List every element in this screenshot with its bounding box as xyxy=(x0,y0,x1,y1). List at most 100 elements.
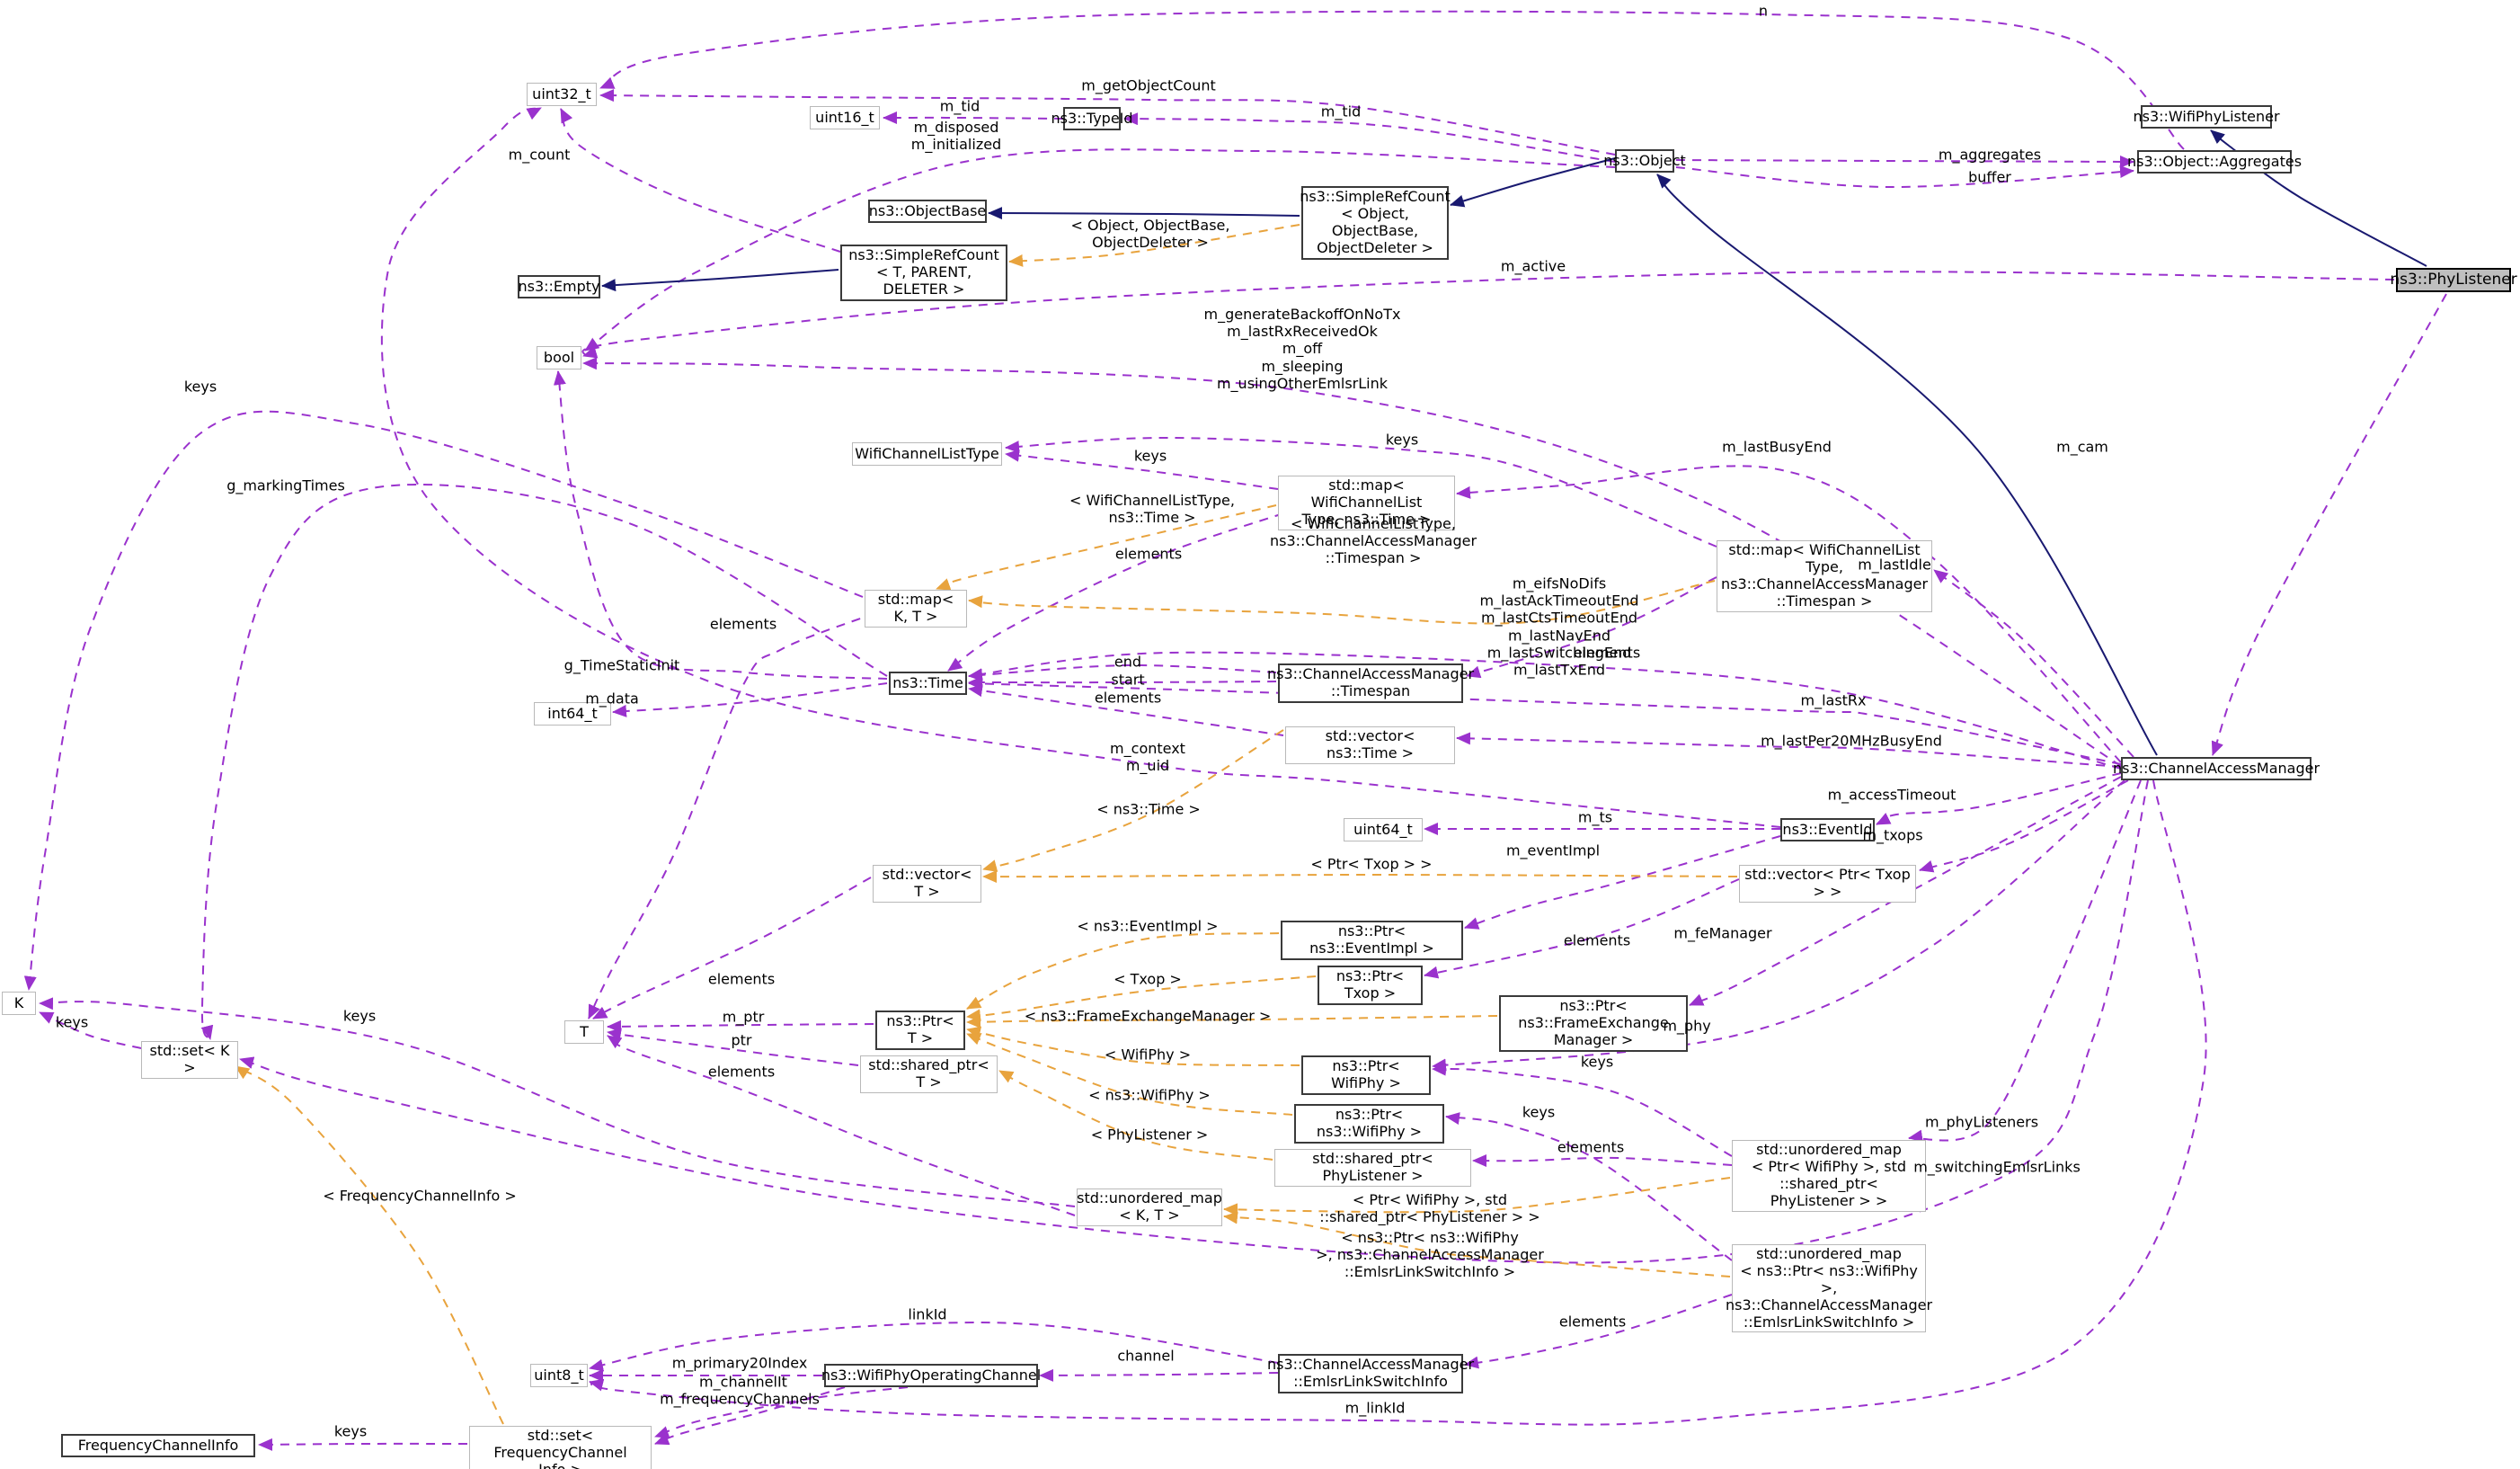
edge-eventid-uint32_t xyxy=(380,107,1781,828)
edge-vector_t-t xyxy=(592,877,872,1019)
edge-ptr_wifiphy-ptr_t xyxy=(966,1026,1300,1066)
edge-map_wclt_time-wclt xyxy=(1005,449,1279,490)
node-sp_phylistener: std::shared_ptr< PhyListener > xyxy=(1274,1149,1471,1187)
node-object[interactable]: ns3::Object xyxy=(1603,149,1686,173)
edge-cam-vector_time xyxy=(1456,732,2122,768)
node-fci[interactable]: FrequencyChannelInfo xyxy=(61,1434,255,1457)
edge-object-aggregates xyxy=(1675,155,2134,168)
edge-set_fci-set_k xyxy=(235,1065,504,1425)
edge-map_wclt_ts-map_k_t xyxy=(968,580,1716,625)
edge-object-src_object xyxy=(1450,157,1616,208)
node-wpoc[interactable]: ns3::WifiPhyOperatingChannel xyxy=(821,1364,1041,1387)
edge-cam-ptr_fem xyxy=(1689,776,2122,1006)
edge-map_wclt_ts-cam_timespan xyxy=(1466,576,1717,679)
edge-ptr_txop-ptr_t xyxy=(966,975,1317,1022)
edge-src_t-uint32_t xyxy=(560,108,841,253)
node-vector_time: std::vector< ns3::Time > xyxy=(1285,726,1455,764)
edge-map_wclt_time-time xyxy=(947,512,1284,672)
node-map_k_t: std::map< K, T > xyxy=(865,590,967,628)
edge-time-set_k xyxy=(200,484,888,1040)
node-set_k: std::set< K > xyxy=(141,1041,238,1079)
edge-map_k_t-k xyxy=(23,410,864,991)
edge-cam-vector_ptrtxop xyxy=(1919,779,2129,873)
node-objectbase[interactable]: ns3::ObjectBase xyxy=(868,200,987,223)
node-bool: bool xyxy=(537,346,581,369)
node-ptr_fem[interactable]: ns3::Ptr< ns3::FrameExchange Manager > xyxy=(1499,995,1688,1052)
edge-src_object-src_t xyxy=(1008,224,1300,267)
node-time[interactable]: ns3::Time xyxy=(889,672,967,695)
edge-map_wclt_time-map_k_t xyxy=(936,504,1277,591)
node-src_t[interactable]: ns3::SimpleRefCount < T, PARENT, DELETER… xyxy=(840,245,1007,301)
edge-time-int64_t xyxy=(612,682,888,717)
edge-time-bool xyxy=(553,370,888,680)
edge-ptr_ns3wifiphy-ptr_t xyxy=(966,1033,1293,1116)
edge-cam-uint8_t xyxy=(589,779,2207,1426)
node-vector_t: std::vector< T > xyxy=(873,865,981,903)
edge-cam-time xyxy=(968,677,2122,765)
edge-cam-ptr_wifiphy xyxy=(1432,779,2125,1072)
node-vector_ptrtxop: std::vector< Ptr< Txop > > xyxy=(1739,865,1916,903)
edge-emlsrinfo-uint8_t xyxy=(589,1322,1279,1372)
edge-cam_timespan-time xyxy=(968,676,1277,690)
node-uint32_t: uint32_t xyxy=(527,83,597,106)
edge-cam_timespan-time xyxy=(968,663,1277,681)
edge-umap_a-sp_phylistener xyxy=(1472,1154,1733,1168)
node-src_object[interactable]: ns3::SimpleRefCount < Object, ObjectBase… xyxy=(1300,186,1451,260)
edge-set_k-k xyxy=(39,1011,142,1049)
node-uint64_t: uint64_t xyxy=(1344,818,1423,841)
node-ptr_ns3wifiphy[interactable]: ns3::Ptr< ns3::WifiPhy > xyxy=(1294,1104,1444,1144)
node-umap_k_t: std::unordered_map < K, T > xyxy=(1077,1189,1222,1226)
edge-umap_b-emlsrinfo xyxy=(1464,1294,1733,1369)
edge-phylistener-cam xyxy=(2211,293,2447,756)
edge-object-uint32_t xyxy=(599,89,1616,156)
node-eventid[interactable]: ns3::EventId xyxy=(1780,818,1875,841)
edge-ptr_fem-ptr_t xyxy=(966,1015,1498,1028)
edge-map_k_t-t xyxy=(588,612,876,1019)
edge-cam-map_wclt_time xyxy=(1456,465,2122,763)
node-ptr_eventimpl[interactable]: ns3::Ptr< ns3::EventImpl > xyxy=(1281,921,1463,960)
node-aggregates[interactable]: ns3::Object::Aggregates xyxy=(2127,150,2302,174)
edge-umap_b-ptr_ns3wifiphy xyxy=(1445,1112,1733,1261)
edge-phylistener-bool xyxy=(581,271,2395,359)
node-k: K xyxy=(2,992,36,1015)
edge-cam-time xyxy=(968,651,2122,770)
node-ptr_t[interactable]: ns3::Ptr< T > xyxy=(875,1010,965,1050)
edge-src_object-objectbase xyxy=(988,207,1300,220)
node-map_wclt_ts: std::map< WifiChannelList Type, ns3::Cha… xyxy=(1717,540,1932,612)
node-empty[interactable]: ns3::Empty xyxy=(518,275,600,298)
node-wclt: WifiChannelListType xyxy=(852,442,1002,466)
edge-wpoc-set_fci xyxy=(654,1386,846,1446)
edge-set_fci-fci xyxy=(258,1438,468,1451)
edge-sp_phylistener-shared_ptr_t xyxy=(998,1070,1273,1161)
edge-wpoc-set_fci xyxy=(654,1386,909,1438)
edge-emlsrinfo-wpoc xyxy=(1039,1368,1279,1382)
node-t: T xyxy=(564,1020,604,1044)
edge-object-typeid xyxy=(1123,112,1616,163)
edge-cam-object xyxy=(1656,174,2158,756)
node-shared_ptr_t: std::shared_ptr< T > xyxy=(860,1055,998,1093)
edge-umap_a-umap_k_t xyxy=(1223,1177,1731,1216)
node-phylistener[interactable]: ns3::PhyListener xyxy=(2390,268,2517,292)
node-umap_b: std::unordered_map < ns3::Ptr< ns3::Wifi… xyxy=(1726,1244,1932,1333)
edge-vector_ptrtxop-ptr_txop xyxy=(1424,878,1740,979)
edge-object-aggregates xyxy=(1675,165,2134,189)
edge-vector_time-time xyxy=(968,684,1284,736)
edge-ptr_t-t xyxy=(607,1019,874,1033)
edge-umap_k_t-t xyxy=(607,1035,1076,1216)
node-cam_timespan[interactable]: ns3::ChannelAccessManager ::Timespan xyxy=(1267,663,1474,703)
node-ptr_txop[interactable]: ns3::Ptr< Txop > xyxy=(1318,966,1423,1005)
node-set_fci: std::set< FrequencyChannel Info > xyxy=(469,1426,652,1469)
node-emlsrinfo[interactable]: ns3::ChannelAccessManager ::EmlsrLinkSwi… xyxy=(1267,1354,1474,1393)
node-typeid[interactable]: ns3::TypeId xyxy=(1051,107,1133,130)
edge-aggregates-uint32_t xyxy=(599,10,2185,150)
node-uint8_t: uint8_t xyxy=(530,1364,588,1387)
edge-vector_ptrtxop-vector_t xyxy=(982,870,1738,884)
edge-object-bool xyxy=(584,148,1616,352)
node-int64_t: int64_t xyxy=(534,702,611,726)
node-wifiphylistener[interactable]: ns3::WifiPhyListener xyxy=(2133,105,2280,129)
node-cam[interactable]: ns3::ChannelAccessManager xyxy=(2113,757,2320,780)
edge-src_t-empty xyxy=(601,269,839,292)
node-ptr_wifiphy[interactable]: ns3::Ptr< WifiPhy > xyxy=(1301,1055,1431,1095)
edge-ptr_eventimpl-ptr_t xyxy=(966,932,1280,1010)
